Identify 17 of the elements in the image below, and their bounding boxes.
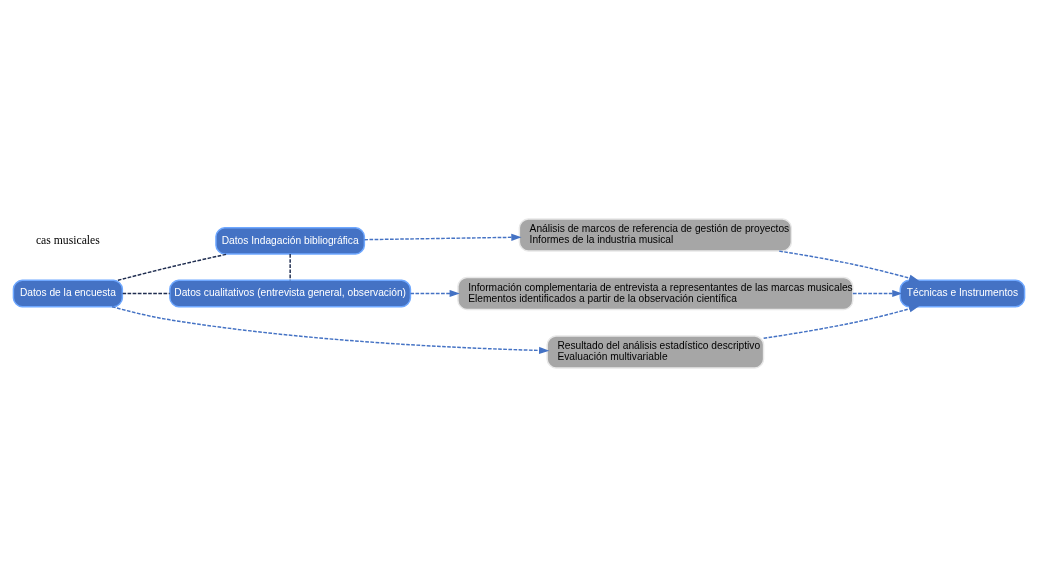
arrow: [111, 305, 550, 354]
arrow: [852, 289, 903, 297]
node-box: Datos cualitativos (entrevista general, observación): [169, 279, 412, 307]
node-box: Resultado del análisis estadístico descriptivo Evaluación multivariable: [546, 334, 765, 369]
node-box: Datos Indagación bibliográfica: [215, 226, 366, 255]
label: cas musicales: [35, 233, 100, 247]
node-box: Técnicas e Instrumentos: [899, 279, 1026, 307]
node-box: Análisis de marcos de referencia de gestión de proyectos Informes de la industria musical: [518, 217, 793, 252]
arrow: [778, 249, 920, 282]
connector: [117, 252, 228, 281]
connector: [121, 292, 171, 294]
connector: [289, 252, 291, 281]
arrow: [409, 289, 460, 297]
node-box: Datos de la encuesta: [12, 279, 124, 307]
arrow: [363, 233, 522, 241]
node-box: Información complementaria de entrevista a representantes de las marcas musicales Elementos identificados a partir de la observación científica: [457, 276, 854, 310]
arrow: [762, 304, 920, 339]
